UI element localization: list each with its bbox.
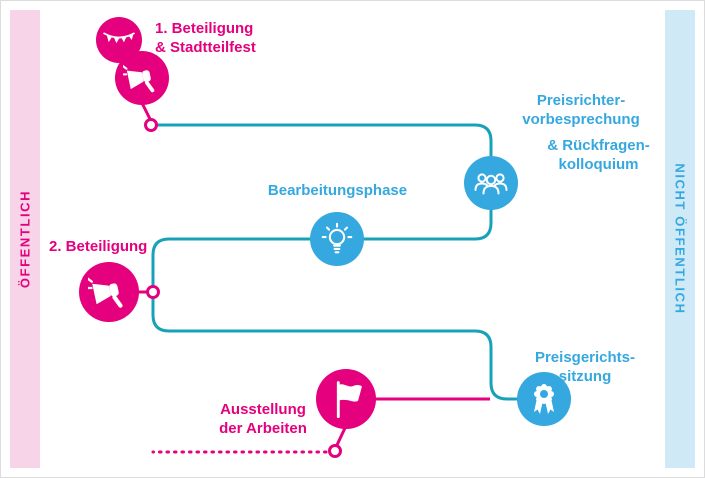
participation2-label: 2. Beteiligung xyxy=(49,238,148,255)
connector-exhibition-to-node3 xyxy=(335,427,347,446)
timeline-node-3 xyxy=(328,444,342,458)
timeline-node-1 xyxy=(144,118,158,132)
bunting-icon xyxy=(103,32,135,44)
participation1-festival-badge xyxy=(96,17,142,63)
band-public-label: ÖFFENTLICH xyxy=(17,189,33,289)
flag-icon xyxy=(336,381,362,419)
megaphone-icon xyxy=(88,277,123,308)
participation1-badge xyxy=(115,51,169,105)
jury-session-label: Preisgerichts- sitzung xyxy=(534,349,636,386)
connector-node2-to-jury xyxy=(151,298,518,401)
medal-rosette-icon xyxy=(534,384,554,414)
band-not-public: NICHT ÖFFENTLICH xyxy=(665,10,695,468)
jury-briefing-label-bottom: & Rückfragen- kolloquium xyxy=(547,137,650,174)
exhibition-badge xyxy=(316,369,376,429)
band-public: ÖFFENTLICH xyxy=(10,10,40,468)
participation2-badge xyxy=(79,262,139,322)
jury-briefing-badge xyxy=(464,156,518,210)
participation1-label: 1. Beteiligung & Stadtteilfest xyxy=(155,20,256,57)
work-phase-label: Bearbeitungsphase xyxy=(267,182,408,199)
exhibition-label: Ausstellung der Arbeiten xyxy=(219,401,307,438)
jury-session-badge xyxy=(517,372,571,426)
timeline-node-2 xyxy=(146,285,160,299)
jury-people-icon xyxy=(474,173,508,195)
band-not-public-label: NICHT ÖFFENTLICH xyxy=(672,163,688,315)
work-phase-badge xyxy=(310,212,364,266)
jury-briefing-label-top: Preisrichter- vorbesprechung xyxy=(522,92,640,129)
connector-node1-to-briefing xyxy=(157,123,493,157)
lightbulb-icon xyxy=(321,222,353,254)
megaphone-icon xyxy=(123,64,155,93)
